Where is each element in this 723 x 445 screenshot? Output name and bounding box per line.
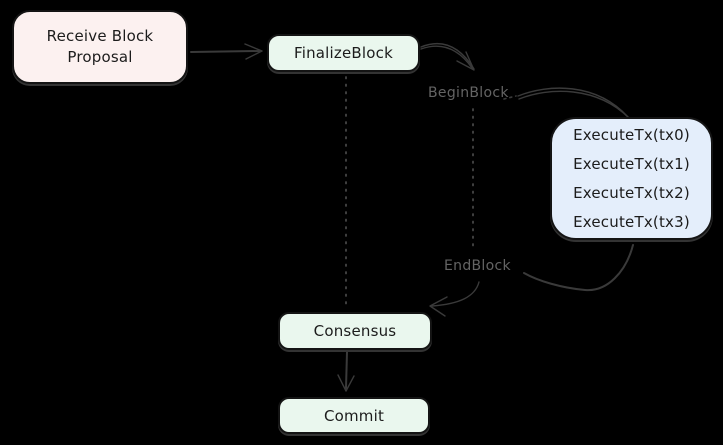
arrow-receive-to-finalize: [190, 43, 263, 60]
node-label: Commit: [323, 406, 385, 425]
node-label: Receive Block: [46, 27, 154, 45]
curve-executetx-to-endblock: [523, 244, 634, 292]
end-block-label: EndBlock: [444, 258, 511, 274]
node-consensus: Consensus: [278, 312, 432, 350]
node-receive-block-proposal: Receive Block Proposal: [12, 10, 188, 84]
node-label: Consensus: [313, 322, 397, 340]
node-label: ExecuteTx(tx0): [573, 125, 690, 144]
curve-beginblock-to-executetx: [503, 87, 630, 119]
node-finalize-block: FinalizeBlock: [267, 34, 420, 72]
node-label: ExecuteTx(tx3): [573, 212, 690, 231]
arrow-endblock-to-consensus: [429, 281, 480, 317]
node-execute-tx: ExecuteTx(tx0) ExecuteTx(tx1) ExecuteTx(…: [550, 117, 713, 240]
begin-block-label: BeginBlock: [428, 85, 509, 101]
arrow-finalize-to-beginblock: [420, 43, 475, 71]
node-label: FinalizeBlock: [293, 44, 393, 62]
node-label: Proposal: [67, 48, 133, 66]
node-commit: Commit: [278, 397, 430, 434]
node-label: ExecuteTx(tx2): [573, 183, 690, 202]
arrow-consensus-to-commit: [337, 351, 355, 392]
node-label: ExecuteTx(tx1): [573, 154, 690, 173]
